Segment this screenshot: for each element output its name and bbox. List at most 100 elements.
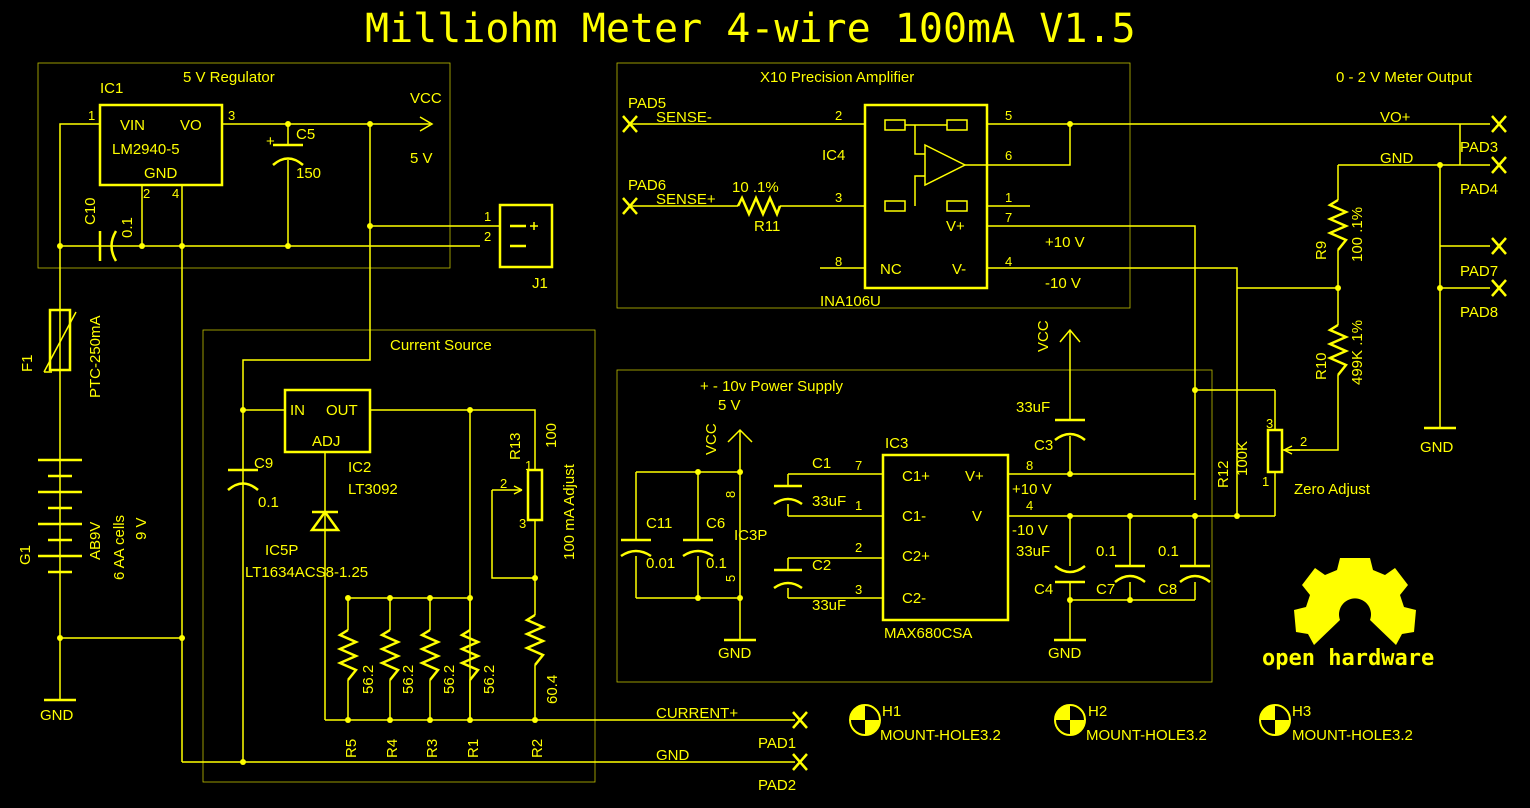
mount-hole-h1: H1 MOUNT-HOLE3.2 (849, 703, 1001, 744)
j1-connector: 1 2 J1 (484, 203, 554, 292)
ic1-ref: IC1 (100, 80, 123, 97)
c9-ref: C9 (254, 455, 273, 472)
r1-ref: R1 (465, 739, 482, 758)
c7-ref: C7 (1096, 581, 1115, 598)
pad8-x (1491, 279, 1507, 297)
plus10-label-a: +10 V (1045, 234, 1085, 251)
c7-value: 0.1 (1096, 543, 1117, 560)
ic3-ref: IC3 (885, 435, 908, 452)
r10-ref: R10 (1313, 352, 1330, 380)
pad1-x (792, 711, 808, 729)
svg-text:PTC-250mA: PTC-250mA (87, 315, 104, 398)
ic3-max680: IC3 MAX680CSA C1+ C1- C2+ C2- V+ V 7 1 2… (855, 435, 1033, 642)
pad4-label: PAD4 (1460, 181, 1498, 198)
svg-text:H3: H3 (1292, 703, 1311, 720)
pad7-label: PAD7 (1460, 263, 1498, 280)
vcc-arrow-top (419, 116, 434, 132)
ic3-part: MAX680CSA (884, 625, 972, 642)
regulator-frame (37, 62, 451, 269)
svg-text:IN: IN (290, 402, 305, 419)
open-hardware-text: open hardware (1262, 646, 1434, 671)
r3-value: 56.2 (441, 665, 458, 694)
svg-text:3: 3 (1266, 416, 1273, 431)
svg-text:1: 1 (855, 498, 862, 513)
svg-text:H1: H1 (882, 703, 901, 720)
current-source-frame (202, 329, 596, 783)
c8-ref: C8 (1158, 581, 1177, 598)
svg-text:1: 1 (1262, 474, 1269, 489)
svg-text:1: 1 (88, 108, 95, 123)
gnd-ps-left: GND (718, 645, 752, 662)
svg-text:2: 2 (143, 186, 150, 201)
c10-value: 0.1 (119, 217, 136, 238)
svg-text:2: 2 (835, 108, 842, 123)
r4-ref: R4 (384, 739, 401, 758)
r13-ref: R13 (507, 432, 524, 460)
r11-ref: R11 (754, 218, 780, 235)
svg-text:GND: GND (144, 165, 178, 182)
svg-text:9 V: 9 V (133, 517, 150, 540)
svg-text:4: 4 (172, 186, 179, 201)
c5-value: 150 (296, 165, 321, 182)
svg-text:6 AA cells: 6 AA cells (111, 515, 128, 580)
svg-text:VO: VO (180, 117, 202, 134)
pad8-label: PAD8 (1460, 304, 1498, 321)
pad2-label: PAD2 (758, 777, 796, 794)
r12-zero-adjust-pot: R12 100K 3 2 1 Zero Adjust (1195, 389, 1371, 517)
svg-text:1: 1 (525, 458, 532, 473)
svg-text:3: 3 (519, 516, 526, 531)
r2-ref: R2 (529, 739, 546, 758)
svg-text:2: 2 (855, 540, 862, 555)
vcc-top-value: 5 V (410, 150, 433, 167)
svg-text:C2+: C2+ (902, 548, 930, 565)
gnd-left-label: GND (40, 707, 74, 724)
pad3-x (1491, 115, 1507, 133)
pad5-label: PAD5 (628, 95, 666, 112)
svg-text:2: 2 (484, 229, 491, 244)
c3-ref: C3 (1034, 437, 1053, 454)
gnd-ps-right: GND (1048, 645, 1082, 662)
r9-value: 100 .1% (1349, 207, 1366, 262)
power-supply-frame (616, 369, 1213, 683)
r10-value: 499K .1% (1349, 320, 1366, 385)
gnd-meter-label: GND (1420, 439, 1454, 456)
c6-value: 0.1 (706, 555, 727, 572)
svg-text:VIN: VIN (120, 117, 145, 134)
c3-value: 33uF (1016, 399, 1050, 416)
r2-value: 60.4 (544, 675, 561, 704)
svg-text:3: 3 (855, 582, 862, 597)
pad7-x (1491, 237, 1507, 255)
ic2-ref: IC2 (348, 459, 371, 476)
r13-value: 100 (543, 423, 560, 448)
svg-text:G1: G1 (17, 545, 34, 565)
svg-text:OUT: OUT (326, 402, 358, 419)
c1-ref: C1 (812, 455, 831, 472)
svg-text:5: 5 (1005, 108, 1012, 123)
amplifier-block-label: X10 Precision Amplifier (760, 69, 914, 86)
c1-value: 33uF (812, 493, 846, 510)
ic2-lt3092: IN OUT ADJ IC2 LT3092 (283, 388, 398, 498)
vcc-ps-value: 5 V (718, 397, 741, 414)
svg-text:8: 8 (723, 491, 738, 498)
svg-text:+: + (266, 133, 275, 150)
svg-text:6: 6 (1005, 148, 1012, 163)
meter-output-label: 0 - 2 V Meter Output (1336, 69, 1473, 86)
svg-text:AB9V: AB9V (87, 522, 104, 560)
c5-ref: C5 (296, 126, 315, 143)
pad1-label: PAD1 (758, 735, 796, 752)
pad3-label: PAD3 (1460, 139, 1498, 156)
svg-text:5: 5 (723, 575, 738, 582)
ic5-ref: IC5P (265, 542, 298, 559)
r5-value: 56.2 (360, 665, 377, 694)
c8-value: 0.1 (1158, 543, 1179, 560)
pad4-x (1491, 156, 1507, 174)
r9-ref: R9 (1313, 241, 1330, 260)
svg-text:NC: NC (880, 261, 902, 278)
c11-ref: C11 (646, 515, 672, 532)
ic3p-ref: IC3P (734, 527, 767, 544)
svg-text:V-: V- (952, 261, 966, 278)
c4-ref: C4 (1034, 581, 1053, 598)
svg-text:C1+: C1+ (902, 468, 930, 485)
svg-text:7: 7 (1005, 210, 1012, 225)
